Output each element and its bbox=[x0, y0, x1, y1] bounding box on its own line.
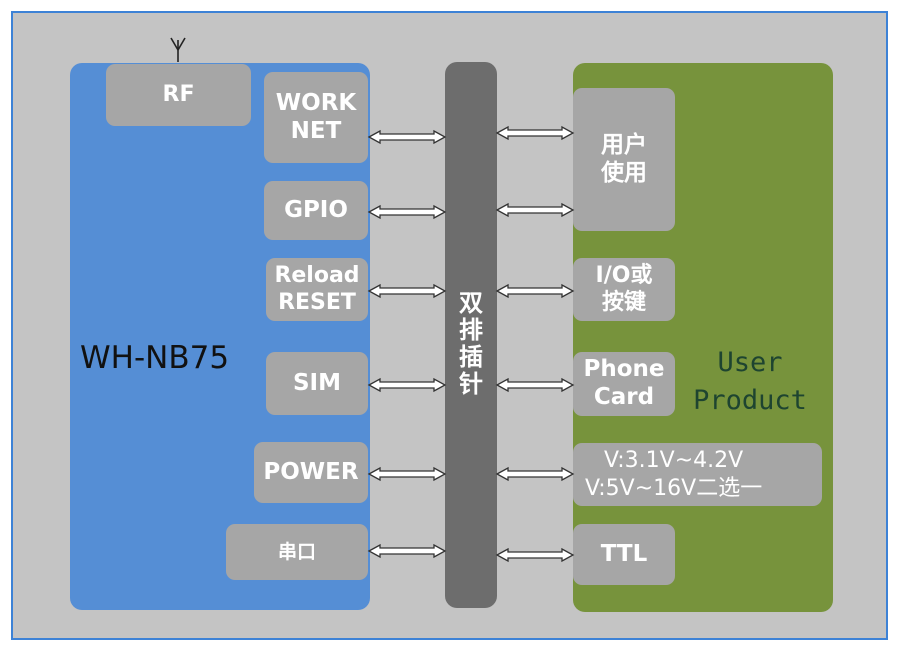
phone-card-label: Phone Card bbox=[583, 356, 665, 410]
reload-reset-box: Reload RESET bbox=[266, 258, 368, 321]
ttl-box: TTL bbox=[573, 524, 675, 585]
user-use-label: 用户 使用 bbox=[601, 131, 647, 186]
arrow-voltage bbox=[495, 466, 575, 482]
arrow-serial bbox=[367, 543, 447, 559]
work-net-box: WORK NET bbox=[264, 72, 368, 163]
module-name: WH-NB75 bbox=[80, 340, 230, 376]
arrow-io-key bbox=[495, 283, 575, 299]
power-box: POWER bbox=[254, 442, 368, 503]
arrow-user-use-2 bbox=[495, 202, 575, 218]
io-key-label: I/O或 按键 bbox=[595, 263, 653, 315]
connector-label: 双排插针 bbox=[445, 290, 497, 398]
reload-reset-label: Reload RESET bbox=[274, 263, 360, 315]
io-key-box: I/O或 按键 bbox=[573, 258, 675, 321]
gpio-label: GPIO bbox=[284, 196, 348, 223]
rf-box: RF bbox=[106, 64, 251, 126]
arrow-phone-card bbox=[495, 377, 575, 393]
arrow-work-net bbox=[367, 129, 447, 145]
gpio-box: GPIO bbox=[264, 181, 368, 240]
rf-label: RF bbox=[162, 81, 195, 107]
arrow-sim bbox=[367, 377, 447, 393]
antenna-icon bbox=[170, 37, 186, 62]
serial-label: 串口 bbox=[277, 540, 316, 563]
connector-bar bbox=[445, 62, 497, 608]
voltage-box: V:3.1V~4.2V V:5V~16V二选一 bbox=[573, 443, 822, 506]
arrow-gpio bbox=[367, 204, 447, 220]
ttl-label: TTL bbox=[600, 540, 648, 567]
serial-box: 串口 bbox=[226, 524, 368, 580]
voltage-label: V:3.1V~4.2V V:5V~16V二选一 bbox=[585, 448, 763, 501]
arrow-reload-reset bbox=[367, 283, 447, 299]
user-product-name-text: User Product bbox=[693, 347, 807, 416]
arrow-ttl bbox=[495, 547, 575, 563]
arrow-power bbox=[367, 466, 447, 482]
user-use-box: 用户 使用 bbox=[573, 88, 675, 231]
arrow-user-use-1 bbox=[495, 125, 575, 141]
power-label: POWER bbox=[263, 458, 359, 485]
phone-card-box: Phone Card bbox=[573, 352, 675, 416]
connector-label-text: 双排插针 bbox=[459, 289, 483, 398]
sim-box: SIM bbox=[266, 352, 368, 415]
sim-label: SIM bbox=[292, 369, 341, 396]
user-product-name: User Product bbox=[690, 306, 810, 420]
work-net-label: WORK NET bbox=[275, 89, 357, 144]
